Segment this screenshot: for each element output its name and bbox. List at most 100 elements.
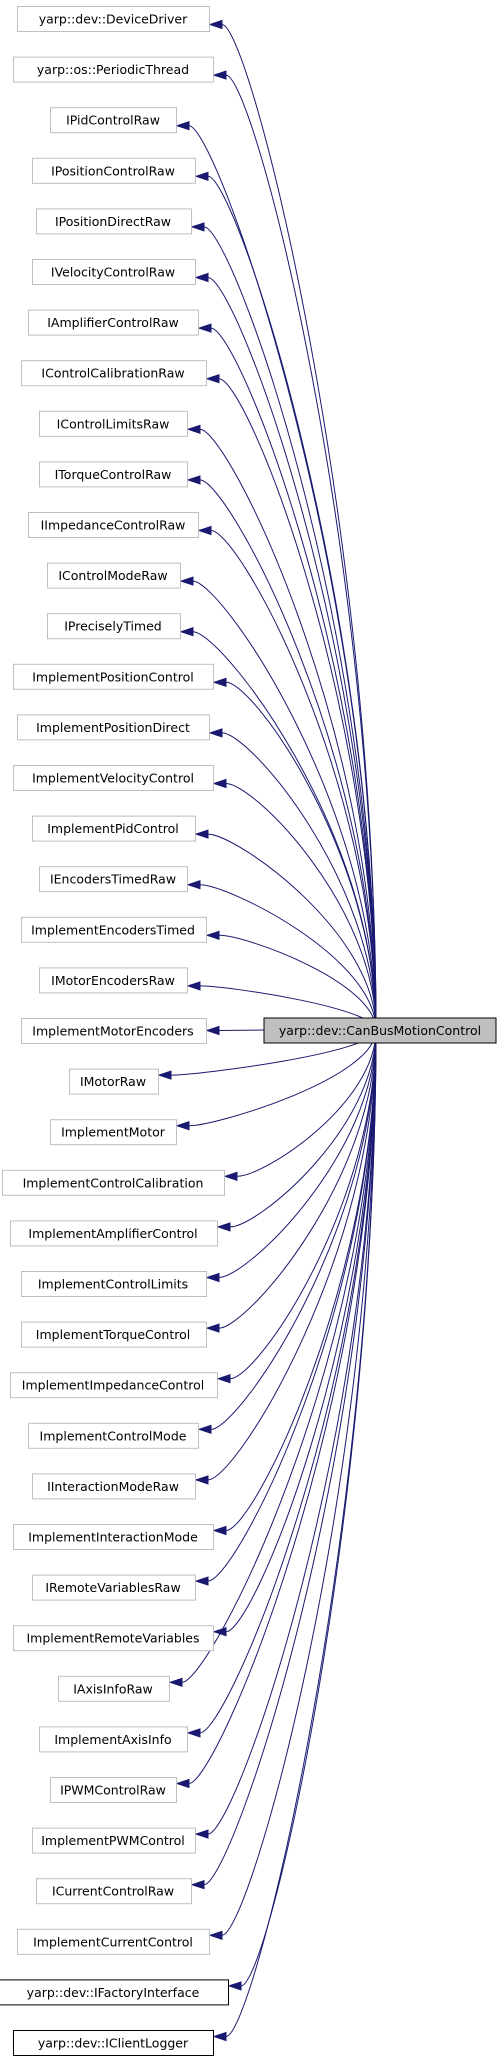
class-node-implementpositioncontrol[interactable]: ImplementPositionControl	[13, 663, 214, 690]
class-node-implementencoderstimed[interactable]: ImplementEncodersTimed	[21, 916, 207, 943]
inheritance-edge	[203, 1029, 377, 1886]
class-box	[32, 1473, 196, 1500]
class-label: yarp::dev::IFactoryInterface	[27, 1985, 200, 2000]
class-node-implementamplifiercontrol[interactable]: ImplementAmplifierControl	[10, 1220, 218, 1247]
class-label: IImpedanceControlRaw	[41, 518, 186, 533]
class-node-implementcontrolcalibration[interactable]: ImplementControlCalibration	[2, 1169, 225, 1196]
class-node-ipreciselytimed[interactable]: IPreciselyTimed	[47, 613, 181, 640]
arrowhead	[186, 981, 201, 991]
class-node-icontrolmoderaw[interactable]: IControlModeRaw	[47, 562, 181, 589]
class-node-implementpidcontrol[interactable]: ImplementPidControl	[32, 815, 196, 842]
class-node-icontrolcalibrationraw[interactable]: IControlCalibrationRaw	[21, 360, 207, 387]
inheritance-edge	[199, 884, 377, 1031]
class-box	[47, 613, 181, 640]
class-node-implementremotevariables[interactable]: ImplementRemoteVariables	[13, 1625, 214, 1652]
inheritance-edge	[207, 833, 377, 1031]
class-node-ipositioncontrolraw[interactable]: IPositionControlRaw	[32, 157, 196, 184]
class-node-yarp-dev-iclientlogger[interactable]: yarp::dev::IClientLogger	[13, 2030, 214, 2056]
class-node-icurrentcontrolraw[interactable]: ICurrentControlRaw	[36, 1878, 192, 1905]
class-box	[36, 208, 192, 235]
class-label: ImplementInteractionMode	[28, 1530, 198, 1545]
class-node-iinteractionmoderaw[interactable]: IInteractionModeRaw	[32, 1473, 196, 1500]
class-node-iencoderstimedraw[interactable]: IEncodersTimedRaw	[39, 866, 188, 893]
class-node-iamplifiercontrolraw[interactable]: IAmplifierControlRaw	[28, 309, 199, 336]
arrowhead	[179, 627, 194, 637]
class-label: ImplementControlLimits	[38, 1277, 188, 1292]
class-node-implementinteractionmode[interactable]: ImplementInteractionMode	[13, 1524, 214, 1550]
target-class-node[interactable]: yarp::dev::CanBusMotionControl	[263, 1017, 497, 1044]
class-node-yarp-dev-devicedriver[interactable]: yarp::dev::DeviceDriver	[17, 6, 210, 32]
class-node-implementtorquecontrol[interactable]: ImplementTorqueControl	[21, 1321, 207, 1348]
class-box	[21, 1321, 207, 1348]
class-box	[10, 1220, 218, 1247]
class-box	[17, 1928, 210, 1955]
class-label: ImplementPositionControl	[32, 669, 194, 684]
class-label: ImplementRemoteVariables	[26, 1631, 199, 1646]
class-node-yarp-dev-ifactoryinterface[interactable]: yarp::dev::IFactoryInterface	[0, 1979, 229, 2006]
class-box	[28, 512, 199, 538]
inheritance-edge	[240, 1029, 377, 1987]
class-label: ImplementMotor	[61, 1125, 166, 1140]
arrowhead	[208, 728, 223, 738]
class-node-implementaxisinfo[interactable]: ImplementAxisInfo	[39, 1726, 188, 1753]
arrowhead	[212, 1525, 227, 1536]
arrowhead	[216, 1374, 231, 1384]
class-box	[21, 916, 207, 943]
class-label: IControlModeRaw	[58, 568, 167, 583]
inheritance-edge	[210, 1029, 377, 1430]
class-label: IPreciselyTimed	[64, 619, 162, 634]
class-label: ImplementCurrentControl	[33, 1934, 193, 1949]
inheritance-edge	[236, 1029, 377, 1177]
arrowhead	[175, 121, 190, 131]
arrowhead	[168, 1677, 183, 1687]
class-box	[13, 56, 214, 83]
class-node-itorquecontrolraw[interactable]: ITorqueControlRaw	[39, 461, 188, 488]
class-node-imotorraw[interactable]: IMotorRaw	[69, 1068, 159, 1095]
class-label: IControlLimitsRaw	[57, 416, 170, 431]
class-label: ImplementPWMControl	[41, 1833, 185, 1848]
class-node-implementmotor[interactable]: ImplementMotor	[50, 1119, 177, 1146]
class-box	[13, 1524, 214, 1550]
arrowhead	[186, 1728, 201, 1738]
class-label: IPositionControlRaw	[51, 163, 175, 178]
arrowhead	[197, 323, 212, 333]
class-label: IRemoteVariablesRaw	[45, 1580, 180, 1595]
class-node-ipositiondirectraw[interactable]: IPositionDirectRaw	[36, 208, 192, 235]
inheritance-edge	[207, 175, 377, 1031]
arrowhead	[194, 171, 209, 181]
inheritance-edge	[225, 74, 377, 1031]
target-class-label: yarp::dev::CanBusMotionControl	[279, 1023, 481, 1038]
class-node-implementmotorencoders[interactable]: ImplementMotorEncoders	[21, 1018, 207, 1044]
class-node-imotorencodersraw[interactable]: IMotorEncodersRaw	[39, 967, 188, 994]
arrowhead	[190, 222, 205, 232]
arrowhead	[205, 1272, 220, 1283]
class-node-ivelocitycontrolraw[interactable]: IVelocityControlRaw	[32, 259, 196, 285]
class-node-yarp-os-periodicthread[interactable]: yarp::os::PeriodicThread	[13, 56, 214, 83]
inheritance-edge	[225, 681, 377, 1031]
class-node-implementpwmcontrol[interactable]: ImplementPWMControl	[32, 1827, 196, 1854]
arrowhead	[205, 930, 220, 940]
class-node-iimpedancecontrolraw[interactable]: IImpedanceControlRaw	[28, 512, 199, 538]
class-label: yarp::os::PeriodicThread	[37, 62, 189, 77]
class-node-ipwmcontrolraw[interactable]: IPWMControlRaw	[50, 1777, 177, 1803]
class-box	[39, 1726, 188, 1753]
inheritance-edge	[218, 378, 377, 1031]
class-node-implementcurrentcontrol[interactable]: ImplementCurrentControl	[17, 1928, 210, 1955]
inheritance-edge	[218, 1029, 377, 1278]
class-node-implementvelocitycontrol[interactable]: ImplementVelocityControl	[13, 765, 214, 791]
class-box	[32, 157, 196, 184]
arrowhead	[175, 1121, 190, 1131]
class-node-icontrollimitsraw[interactable]: IControlLimitsRaw	[39, 410, 188, 437]
class-box	[13, 663, 214, 690]
class-node-implementcontrollimits[interactable]: ImplementControlLimits	[21, 1271, 207, 1297]
class-node-implementcontrolmode[interactable]: ImplementControlMode	[28, 1422, 199, 1449]
class-node-implementimpedancecontrol[interactable]: ImplementImpedanceControl	[10, 1372, 218, 1399]
class-node-implementpositiondirect[interactable]: ImplementPositionDirect	[17, 714, 210, 741]
class-node-iaxisinforaw[interactable]: IAxisInfoRaw	[58, 1675, 170, 1702]
arrowhead	[208, 1930, 223, 1940]
class-node-ipidcontrolraw[interactable]: IPidControlRaw	[50, 107, 177, 134]
class-box	[58, 1675, 170, 1702]
class-box	[17, 714, 210, 741]
class-node-iremotevariablesraw[interactable]: IRemoteVariablesRaw	[32, 1574, 196, 1601]
